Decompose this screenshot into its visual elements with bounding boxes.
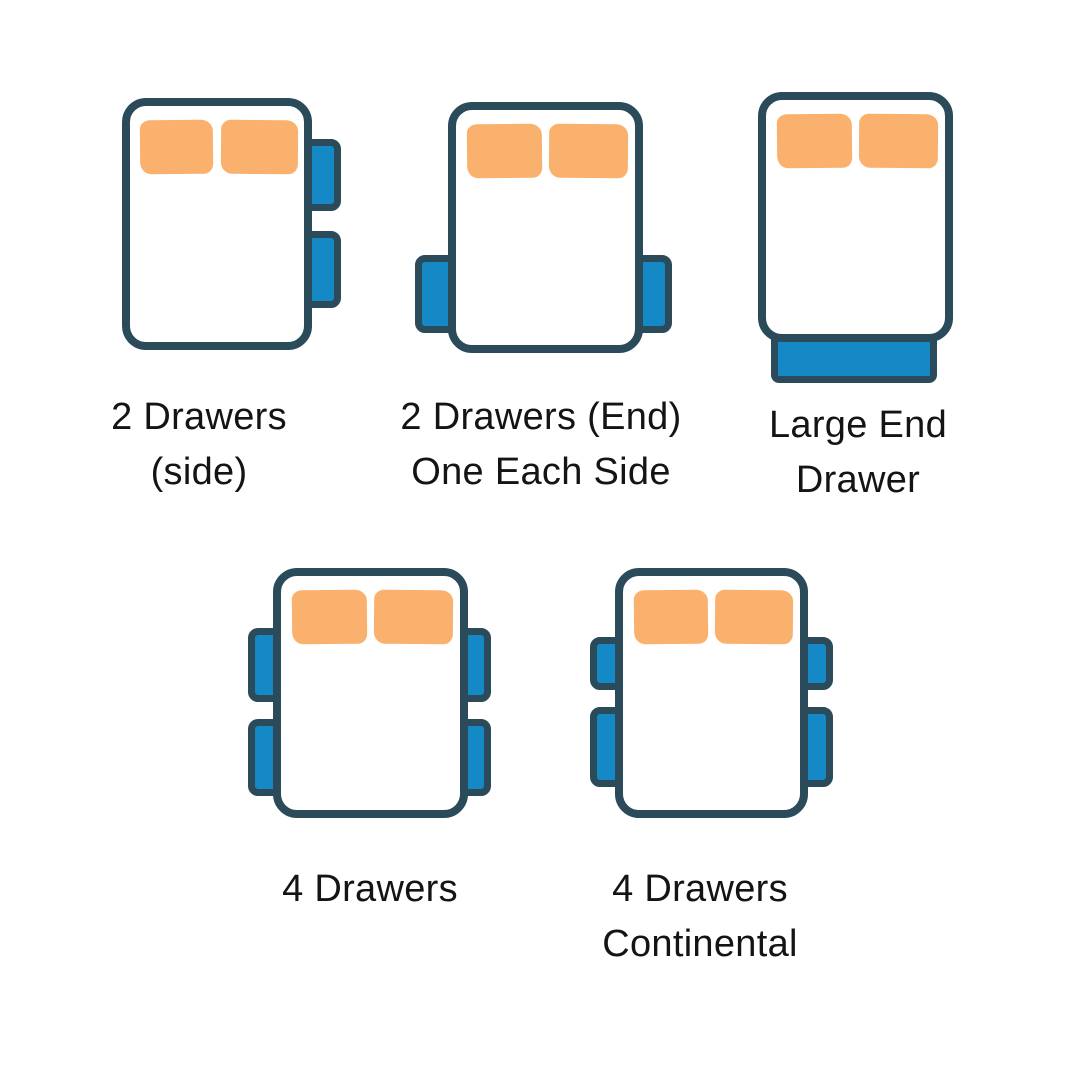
figure-label: 2 Drawers (side) bbox=[111, 390, 287, 500]
pillow-right bbox=[714, 589, 794, 645]
figure-label: 4 Drawers Continental bbox=[602, 862, 798, 972]
pillow-right bbox=[548, 123, 629, 179]
label-line: Large End bbox=[768, 404, 948, 446]
pillow-right bbox=[858, 113, 939, 169]
label-line: (side) bbox=[150, 451, 248, 493]
bed-outline bbox=[122, 98, 312, 350]
pillow-right bbox=[373, 589, 454, 645]
label-line: Drawer bbox=[795, 459, 921, 501]
pillow-left bbox=[291, 589, 368, 645]
figure-label: 4 Drawers bbox=[282, 862, 458, 917]
pillow-left bbox=[466, 123, 543, 179]
bed-outline bbox=[273, 568, 468, 818]
pillow-right bbox=[220, 119, 298, 175]
bed-outline bbox=[448, 102, 643, 353]
label-line: One Each Side bbox=[411, 451, 671, 493]
label-line: 2 Drawers bbox=[111, 396, 287, 438]
label-line: 4 Drawers bbox=[612, 868, 788, 910]
label-line: 2 Drawers (End) bbox=[400, 396, 682, 438]
pillow-left bbox=[633, 589, 709, 645]
figure-label: Large End Drawer bbox=[769, 398, 947, 508]
figure-label: 2 Drawers (End) One Each Side bbox=[400, 390, 681, 500]
pillow-left bbox=[140, 119, 214, 175]
pillow-left bbox=[776, 113, 853, 169]
bed-outline bbox=[758, 92, 953, 342]
label-line: 4 Drawers bbox=[282, 868, 458, 910]
label-line: Continental bbox=[602, 923, 798, 965]
bed-outline bbox=[615, 568, 808, 818]
